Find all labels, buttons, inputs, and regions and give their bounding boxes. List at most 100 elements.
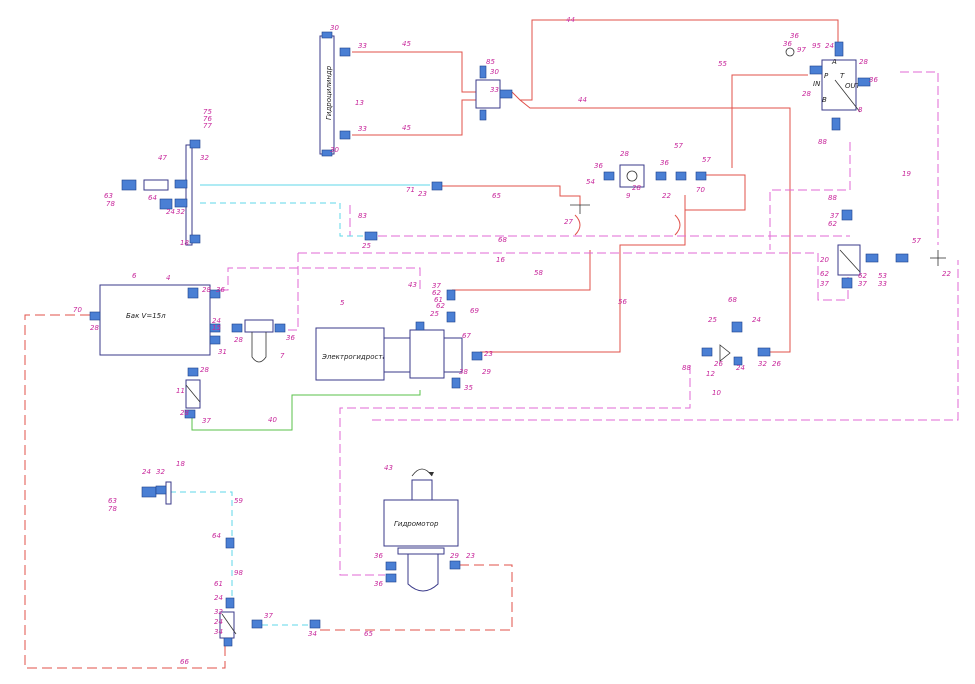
- filter-9: [431, 164, 707, 191]
- part-number-label: 23: [466, 552, 475, 560]
- manifold-plate-lower: [141, 481, 172, 505]
- part-number-label: 4: [166, 274, 170, 282]
- part-number-label: 71: [406, 186, 415, 194]
- part-number-label: 30: [490, 68, 499, 76]
- part-number-label: 43: [408, 281, 417, 289]
- line-59: [170, 491, 233, 600]
- part-number-label: 26: [772, 360, 781, 368]
- port-p: P: [824, 72, 829, 80]
- part-number-label: 40: [268, 416, 277, 424]
- part-number-label: 35: [464, 384, 473, 392]
- line-cyan-dash-upper: [200, 202, 370, 237]
- part-number-label: 28: [620, 150, 629, 158]
- pipelines: [24, 19, 959, 669]
- line-return-filter: [685, 174, 746, 211]
- control-valve: IN OUT P T A B: [785, 41, 871, 131]
- part-number-label: 78: [106, 200, 115, 208]
- part-number-label: 23: [418, 190, 427, 198]
- hydraulic-motor: Гидромотор: [383, 468, 461, 592]
- part-number-label: 68: [728, 296, 737, 304]
- part-number-label: 6: [132, 272, 137, 280]
- part-number-label: 30: [330, 146, 339, 154]
- line-45-lower: [352, 99, 476, 136]
- part-number-label: 22: [942, 270, 951, 278]
- part-number-label: 59: [234, 497, 243, 505]
- part-number-label: 24: [214, 594, 223, 602]
- part-number-label: 78: [108, 505, 117, 513]
- part-number-label: 33: [358, 42, 367, 50]
- part-number-label: 33: [878, 280, 887, 288]
- part-number-label: 67: [462, 332, 471, 340]
- part-number-label: 63: [104, 192, 113, 200]
- part-number-label: 47: [158, 154, 167, 162]
- part-number-label: 28: [90, 324, 99, 332]
- hydraulic-cylinder: Гидроцилиндр: [319, 31, 351, 157]
- line-tank-drain: [285, 253, 299, 331]
- line-pump-out: [480, 195, 686, 353]
- part-number-label: 27: [564, 218, 573, 226]
- line-45-upper: [352, 51, 476, 93]
- part-number-label: 83: [358, 212, 367, 220]
- part-number-label: 65: [492, 192, 501, 200]
- part-number-label: 61: [434, 296, 443, 304]
- part-number-label: 68: [498, 236, 507, 244]
- part-number-label: 12: [706, 370, 715, 378]
- part-number-label: 24: [142, 468, 151, 476]
- part-number-label: 36: [660, 159, 669, 167]
- part-number-label: 8: [858, 106, 863, 114]
- part-number-label: 57: [912, 237, 921, 245]
- line-16: [298, 252, 849, 301]
- part-number-label: 65: [364, 630, 373, 638]
- part-number-label: 7: [280, 352, 285, 360]
- part-number-label: 38: [459, 368, 468, 376]
- part-number-label: 31: [218, 348, 227, 356]
- part-number-label: 69: [470, 307, 479, 315]
- part-number-label: 10: [712, 389, 721, 397]
- part-number-label: 24: [166, 208, 175, 216]
- line-65-dash: [320, 564, 513, 631]
- part-number-label: 62: [436, 302, 445, 310]
- crossover-2: [674, 214, 681, 236]
- part-number-label: 88: [828, 194, 837, 202]
- part-number-label: 45: [402, 40, 411, 48]
- part-number-label: 56: [618, 298, 627, 306]
- part-number-label: 76: [203, 115, 212, 123]
- part-number-label: 24: [212, 317, 221, 325]
- filter-7: [244, 319, 274, 363]
- part-number-label: 34: [214, 628, 223, 636]
- part-number-label: 37: [432, 282, 441, 290]
- line-55: [731, 74, 808, 168]
- part-number-label: 44: [566, 16, 575, 24]
- part-number-label: 55: [718, 60, 727, 68]
- part-number-label: 36: [286, 334, 295, 342]
- line-return-88: [769, 142, 851, 250]
- part-number-label: 28: [180, 409, 189, 417]
- part-number-label: 36: [594, 162, 603, 170]
- part-number-label: 26: [714, 360, 723, 368]
- part-number-label: 22: [662, 192, 671, 200]
- part-number-label: 24: [736, 364, 745, 372]
- port-t: T: [840, 72, 845, 80]
- part-number-label: 13: [355, 99, 364, 107]
- part-number-label: 33: [490, 86, 499, 94]
- part-number-label: 32: [200, 154, 209, 162]
- crossover-1: [574, 214, 581, 236]
- part-number-label: 44: [578, 96, 587, 104]
- part-number-label: 32: [176, 208, 185, 216]
- part-number-label: 20: [820, 256, 829, 264]
- part-number-label: 16: [496, 256, 505, 264]
- part-number-label: 9: [626, 192, 631, 200]
- part-number-label: 75: [203, 108, 212, 116]
- part-number-label: 54: [586, 178, 595, 186]
- part-number-label: 29: [482, 368, 491, 376]
- part-number-label: 29: [450, 552, 459, 560]
- part-number-label: 62: [858, 272, 867, 280]
- part-number-label: 58: [534, 269, 543, 277]
- part-number-label: 77: [203, 122, 212, 130]
- part-number-label: 85: [486, 58, 495, 66]
- line-44-middle: [511, 91, 791, 353]
- part-number-label: 25: [430, 310, 439, 318]
- part-number-label: 28: [234, 336, 243, 344]
- part-number-label: 64: [148, 194, 157, 202]
